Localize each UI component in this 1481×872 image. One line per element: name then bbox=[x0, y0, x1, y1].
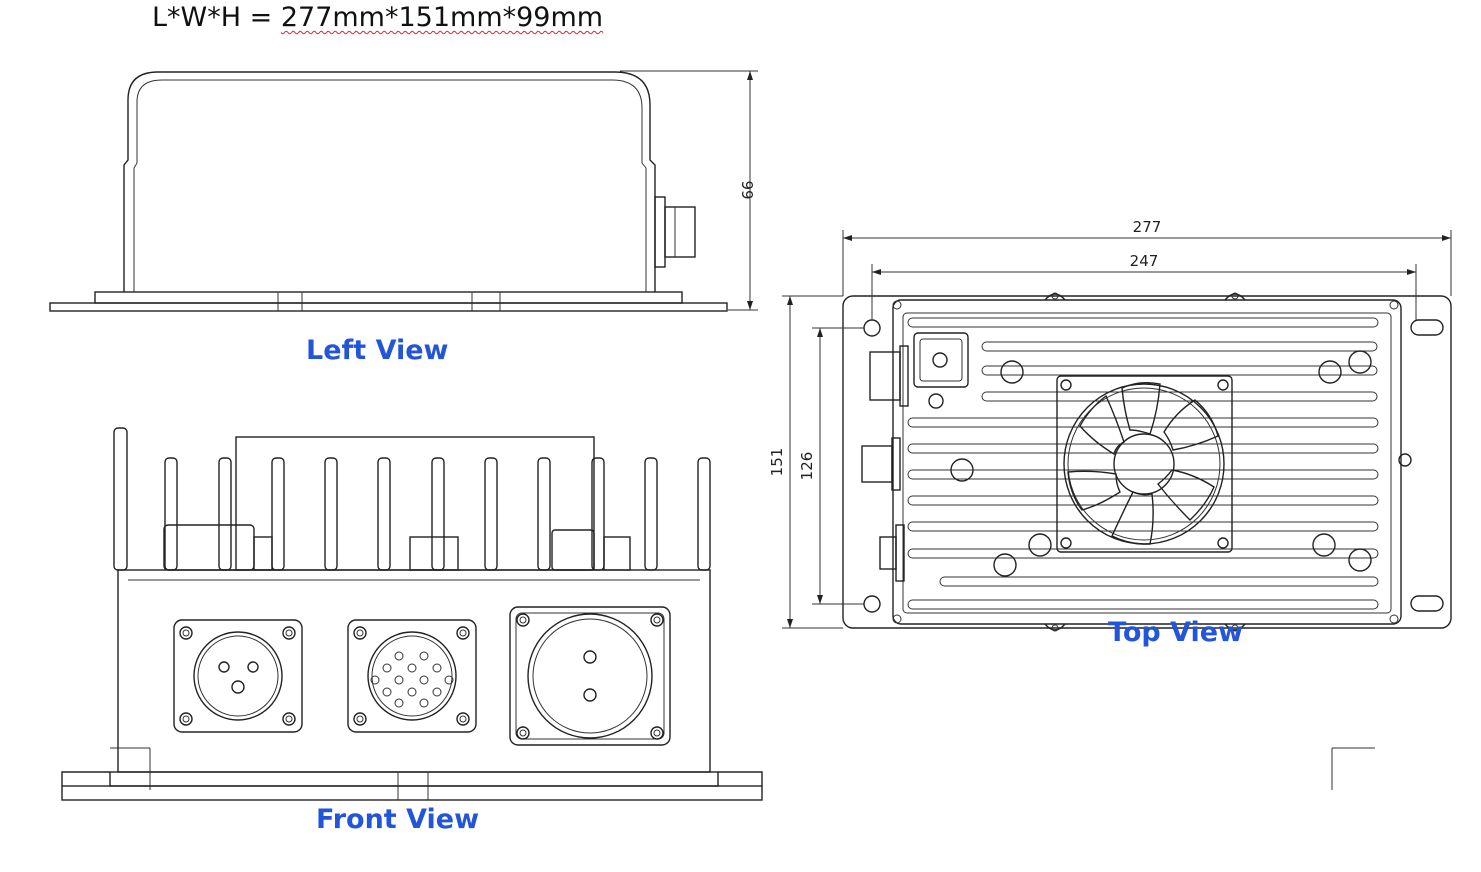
hole-spacing-length-label: 247 bbox=[1130, 252, 1159, 270]
dimensions-value: 277mm*151mm*99mm bbox=[280, 2, 604, 33]
left-view-label: Left View bbox=[306, 335, 449, 366]
top-view-label: Top View bbox=[1108, 617, 1244, 648]
front-view-drawing bbox=[61, 427, 763, 801]
hole-spacing-width-label: 126 bbox=[798, 452, 816, 481]
left-view-drawing: 99 bbox=[49, 70, 758, 312]
height-dimension-label: 99 bbox=[738, 180, 756, 199]
length-dimension-label: 277 bbox=[1133, 218, 1162, 236]
dimensions-prefix: L*W*H = bbox=[152, 2, 281, 33]
dimensions-title: L*W*H = 277mm*151mm*99mm bbox=[152, 2, 603, 33]
width-dimension-label: 151 bbox=[768, 448, 786, 477]
front-view-label: Front View bbox=[316, 804, 480, 835]
top-view-drawing: 277 247 151 126 bbox=[768, 218, 1452, 790]
